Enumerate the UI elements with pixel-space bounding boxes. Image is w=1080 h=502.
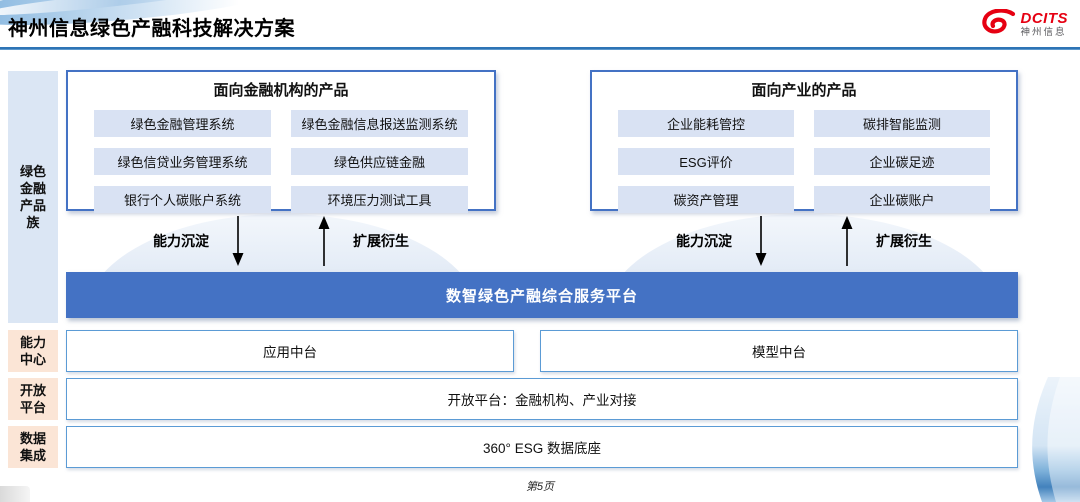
product-chip: 碳排智能监测 (814, 110, 990, 137)
product-chip: 绿色供应链金融 (291, 148, 468, 175)
arrow-zone-left: 能力沉淀 扩展衍生 (66, 211, 496, 271)
down-arrow-icon (232, 216, 244, 266)
financial-products-title: 面向金融机构的产品 (213, 82, 349, 99)
dcits-logo: DCITS 神州信息 (980, 9, 1069, 39)
sidebar-item-data-integration: 数据集成 (8, 426, 58, 468)
up-arrow-icon (841, 216, 853, 266)
product-chip: 银行个人碳账户系统 (94, 186, 271, 213)
bottom-right-swoosh-decoration (1032, 377, 1080, 502)
logo-brand-label: DCITS (1020, 9, 1068, 27)
industry-products-grid: 企业能耗管控 碳排智能监测 ESG评价 企业碳足迹 碳资产管理 企业碳账户 (592, 100, 1016, 213)
sidebar-item-open-platform: 开放平台 (8, 378, 58, 420)
industry-products-title: 面向产业的产品 (751, 82, 857, 99)
sidebar-label: 数据集成 (19, 431, 46, 463)
expand-derive-label: 扩展衍生 (876, 233, 932, 249)
sidebar-item-capability-center: 能力中心 (8, 330, 58, 372)
header-divider (0, 47, 1080, 50)
dcits-swoosh-icon (981, 9, 1015, 34)
sidebar-label: 绿色金融产品族 (19, 164, 46, 230)
logo-text: DCITS 神州信息 (1021, 11, 1069, 38)
product-chip: 企业碳足迹 (814, 148, 990, 175)
sidebar-item-green-product-family: 绿色金融产品族 (8, 71, 58, 323)
sidebar-label: 开放平台 (19, 383, 46, 415)
esg-data-base-box: 360° ESG 数据底座 (66, 426, 1018, 468)
page-number: 第5页 (525, 481, 555, 493)
product-chip: 绿色金融管理系统 (94, 110, 271, 137)
product-chip: 企业碳账户 (814, 186, 990, 213)
financial-products-box: 面向金融机构的产品 绿色金融管理系统 绿色金融信息报送监测系统 绿色信贷业务管理… (66, 70, 496, 213)
capability-deposit-label: 能力沉淀 (153, 233, 209, 249)
expand-derive-label: 扩展衍生 (353, 233, 409, 249)
bottom-left-decoration (0, 486, 30, 502)
financial-products-grid: 绿色金融管理系统 绿色金融信息报送监测系统 绿色信贷业务管理系统 绿色供应链金融… (68, 100, 494, 213)
arrow-zone-right: 能力沉淀 扩展衍生 (590, 211, 1018, 271)
logo-cn-label: 神州信息 (1020, 26, 1067, 38)
up-arrow-icon (318, 216, 330, 266)
platform-bar: 数智绿色产融综合服务平台 (66, 272, 1018, 318)
capability-deposit-label: 能力沉淀 (676, 233, 732, 249)
page-title: 神州信息绿色产融科技解决方案 (8, 18, 295, 40)
product-chip: ESG评价 (618, 148, 794, 175)
product-chip: 企业能耗管控 (618, 110, 794, 137)
product-chip: 绿色金融信息报送监测系统 (291, 110, 468, 137)
app-middle-platform-box: 应用中台 (66, 330, 514, 372)
sidebar-label: 能力中心 (19, 335, 46, 367)
industry-products-box: 面向产业的产品 企业能耗管控 碳排智能监测 ESG评价 企业碳足迹 碳资产管理 … (590, 70, 1018, 213)
down-arrow-icon (755, 216, 767, 266)
product-chip: 绿色信贷业务管理系统 (94, 148, 271, 175)
model-middle-platform-box: 模型中台 (540, 330, 1018, 372)
open-platform-box: 开放平台：金融机构、产业对接 (66, 378, 1018, 420)
product-chip: 碳资产管理 (618, 186, 794, 213)
product-chip: 环境压力测试工具 (291, 186, 468, 213)
